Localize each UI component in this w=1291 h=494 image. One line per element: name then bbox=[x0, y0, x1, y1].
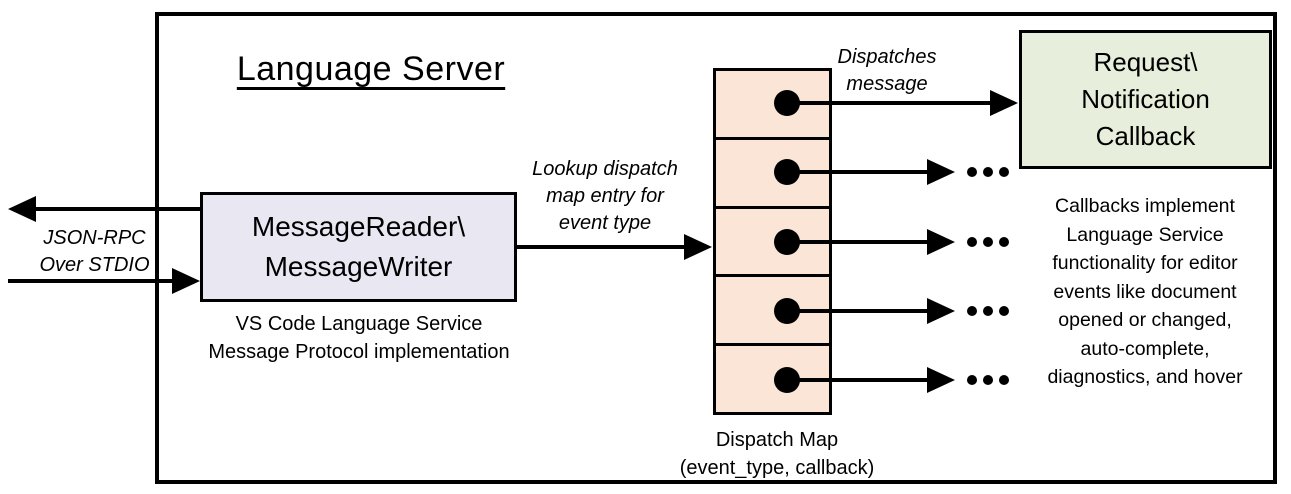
message-reader-label-line2: MessageWriter bbox=[264, 251, 453, 282]
callback-box-label-line3: Callback bbox=[1095, 121, 1196, 151]
reader-caption-line2: Message Protocol implementation bbox=[208, 341, 510, 363]
callback-note-line5: opened or changed, bbox=[1058, 309, 1232, 331]
reader-caption: VS Code Language Service Message Protoco… bbox=[188, 310, 530, 366]
message-reader-writer-box: MessageReader\ MessageWriter bbox=[200, 192, 517, 302]
dispatch-map-cell bbox=[716, 346, 829, 412]
json-rpc-label: JSON-RPC Over STDIO bbox=[12, 225, 177, 279]
message-reader-label-line1: MessageReader\ bbox=[251, 211, 466, 242]
lookup-dispatch-label-line3: event type bbox=[558, 212, 652, 234]
dispatch-map bbox=[713, 68, 832, 415]
dispatch-map-caption-line1: Dispatch Map bbox=[715, 429, 839, 451]
json-rpc-label-line1: JSON-RPC bbox=[43, 227, 146, 249]
dispatch-map-cell bbox=[716, 209, 829, 278]
callback-note-line4: events like document bbox=[1053, 280, 1237, 303]
callback-box-label-line1: Request\ bbox=[1093, 47, 1198, 77]
callback-note: Callbacks implement Language Service fun… bbox=[1010, 192, 1280, 392]
callback-note-line7: diagnostics, and hover bbox=[1047, 366, 1243, 388]
dispatches-message-label: Dispatches message bbox=[822, 44, 952, 98]
dispatch-map-cell bbox=[716, 140, 829, 209]
callback-note-line1: Callbacks implement bbox=[1055, 195, 1235, 217]
lookup-dispatch-label: Lookup dispatch map entry for event type bbox=[510, 156, 700, 237]
dispatches-message-label-line1: Dispatches bbox=[837, 46, 937, 68]
callback-note-line2: Language Service bbox=[1066, 223, 1224, 246]
callback-note-line6: auto-complete, bbox=[1080, 337, 1210, 360]
dispatch-map-caption-line2: (event_type, callback) bbox=[679, 457, 875, 479]
callback-note-line3: functionality for editor bbox=[1052, 252, 1238, 274]
dispatch-map-cell bbox=[716, 277, 829, 347]
dispatches-message-label-line2: message bbox=[846, 73, 928, 95]
json-rpc-label-line2: Over STDIO bbox=[39, 254, 150, 276]
dispatch-map-cell bbox=[716, 71, 829, 140]
diagram-title: Language Server bbox=[236, 50, 506, 88]
callback-box-label-line2: Notification bbox=[1081, 84, 1210, 114]
lookup-dispatch-label-line1: Lookup dispatch bbox=[532, 158, 678, 180]
request-notification-callback-box: Request\ Notification Callback bbox=[1019, 30, 1272, 169]
lookup-dispatch-label-line2: map entry for bbox=[546, 185, 664, 207]
dispatch-map-caption: Dispatch Map (event_type, callback) bbox=[650, 426, 904, 482]
language-server-box bbox=[155, 12, 1277, 484]
reader-caption-line1: VS Code Language Service bbox=[235, 313, 483, 335]
